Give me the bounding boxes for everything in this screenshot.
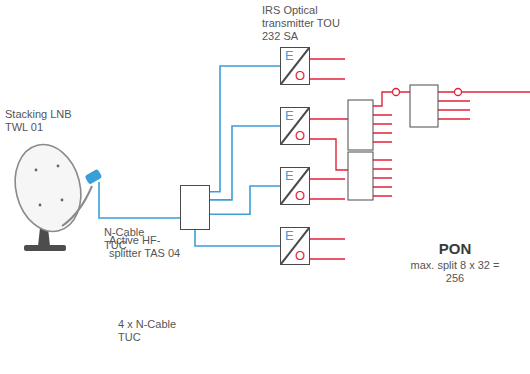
coax-cable — [99, 182, 180, 218]
optical-transmitter: EO — [280, 227, 310, 265]
electrical-port: E — [281, 48, 309, 63]
optical-port: O — [281, 188, 309, 203]
part-label: IRS Optical transmitter TOU 232 SA — [262, 4, 340, 43]
coax-cable — [210, 126, 280, 200]
optical-transmitter: EO — [280, 107, 310, 145]
fiber-lines — [310, 59, 530, 259]
optical-port: O — [281, 248, 309, 263]
part-label: N-Cable TUC — [104, 226, 154, 252]
optical-splitter — [348, 152, 373, 200]
electrical-port: E — [281, 108, 309, 123]
coax-cable — [195, 230, 280, 246]
optical-port: O — [281, 68, 309, 83]
optical-transmitter: EO — [280, 167, 310, 205]
satellite-dish — [6, 138, 102, 251]
optical-splitter — [410, 85, 438, 127]
optical-port: O — [281, 128, 309, 143]
fiber-connector — [393, 89, 400, 96]
hf-splitter: Active HF-splitter TAS 04 — [180, 185, 210, 230]
coax-cable — [210, 66, 280, 192]
coax-cable — [210, 186, 280, 214]
optical-splitter — [348, 100, 373, 150]
fiber-connector — [455, 89, 462, 96]
optical-transmitter: EO — [280, 47, 310, 85]
part-label: 4 x N-Cable TUC — [118, 318, 188, 344]
electrical-port: E — [281, 168, 309, 183]
electrical-port: E — [281, 228, 309, 243]
part-label: Stacking LNB TWL 01 — [5, 108, 83, 134]
part-label: max. split 8 x 32 = 256 — [405, 259, 505, 285]
network-title: PON — [410, 240, 500, 257]
